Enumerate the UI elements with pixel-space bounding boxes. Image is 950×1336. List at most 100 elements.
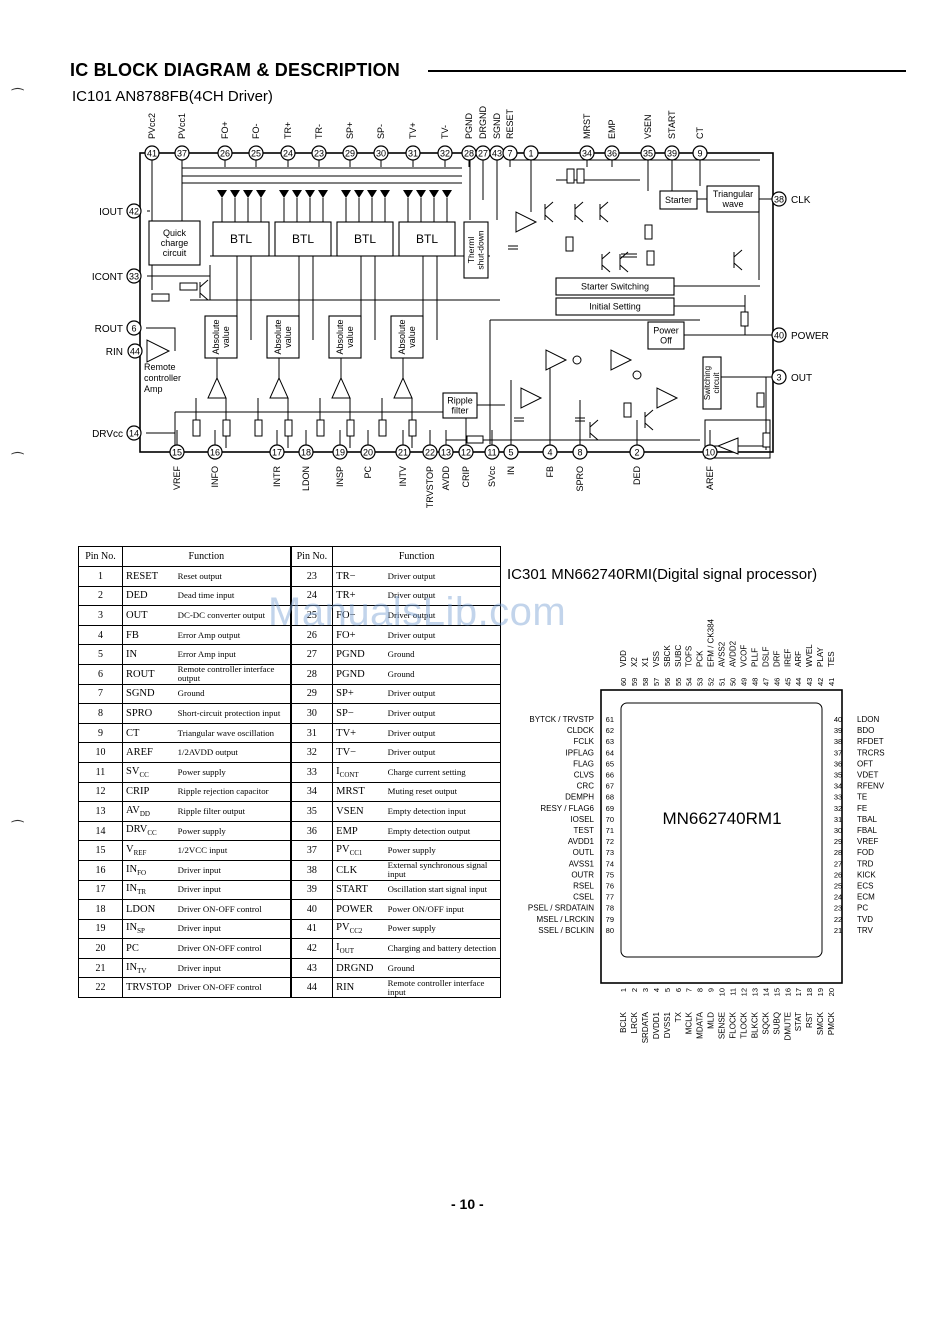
pin-number: 42 xyxy=(289,938,334,959)
btl-block-2-text: BTL xyxy=(292,232,314,246)
dsp-right-pin-number: 23 xyxy=(834,904,842,913)
dsp-right-pin-number: 35 xyxy=(834,771,842,780)
output-transistor xyxy=(354,190,364,198)
dsp-bottom-pin-label: SENSE xyxy=(718,1012,727,1039)
pin-name: CT xyxy=(121,722,175,744)
dsp-top-pin-label: EFM / CK384 xyxy=(707,618,716,667)
dsp-left-pin-label: OUTL xyxy=(573,848,595,857)
pin-function: Power supply xyxy=(384,840,502,861)
pin-number: 4 xyxy=(78,624,123,646)
opamp-5 xyxy=(656,387,679,409)
margin-mark: ⁀ xyxy=(12,820,24,836)
pin-function: Driver input xyxy=(174,859,292,881)
pin-function: Driver input xyxy=(174,918,292,940)
dsp-top-pin-label: SUBC xyxy=(674,645,683,667)
triangular-wave-block-text: Triangular xyxy=(713,189,753,199)
pin-number: 19 xyxy=(78,918,123,940)
bottom-pin-8 xyxy=(572,444,588,460)
pin-number: 3 xyxy=(78,605,123,626)
resistor xyxy=(565,236,574,252)
resistor xyxy=(222,419,231,437)
pin-number: 5 xyxy=(78,644,123,665)
remote-amp-text: Amp xyxy=(144,384,163,394)
dsp-top-pin-label: WVEL xyxy=(805,644,814,667)
btl-block-4-text: BTL xyxy=(416,232,438,246)
bottom-pin-8-number: 8 xyxy=(577,448,582,458)
pin-function: Driver input xyxy=(174,879,292,901)
bottom-pin-4 xyxy=(542,444,558,460)
dsp-bottom-pin-number: 8 xyxy=(696,988,705,992)
pin-function: Triangular wave oscillation xyxy=(174,722,292,744)
pin-number: 17 xyxy=(78,879,123,901)
pin-number: 31 xyxy=(289,722,334,744)
dsp-bottom-pin-number: 16 xyxy=(783,988,792,996)
dsp-left-pin-label: TEST xyxy=(574,826,595,835)
top-pin-23 xyxy=(311,145,327,161)
pin-number: 21 xyxy=(78,957,123,979)
ripple-filter-block-text: filter xyxy=(451,406,468,416)
top-pin-29 xyxy=(342,145,358,161)
dsp-right-pin-label: TVD xyxy=(857,915,873,924)
dsp-right-pin-label: TBAL xyxy=(857,815,878,824)
output-transistor xyxy=(217,190,227,198)
pin-name: PGND xyxy=(332,663,385,685)
pin-name: EMP xyxy=(332,820,385,842)
dsp-left-pin-number: 66 xyxy=(606,771,614,780)
top-pin-35-number: 35 xyxy=(643,149,653,159)
pin-number: 39 xyxy=(289,879,334,901)
bottom-pin-label-22: TRVSTOP xyxy=(425,466,435,508)
pin-name: PVCC2 xyxy=(332,918,385,940)
pin-name: DRGND xyxy=(332,957,385,979)
pin-number: 6 xyxy=(78,663,123,685)
opamp-3 xyxy=(610,349,633,371)
bottom-pin-17-number: 17 xyxy=(272,448,282,458)
dsp-top-pin-number: 58 xyxy=(641,678,650,686)
pin-function: Driver output xyxy=(384,722,502,744)
dsp-right-pin-number: 37 xyxy=(834,748,842,757)
pin-function: Ripple filter output xyxy=(174,801,292,822)
col-function: Function xyxy=(121,546,292,567)
pin-number: 27 xyxy=(289,644,334,665)
dsp-bottom-pin-number: 18 xyxy=(805,988,814,996)
dsp-right-pin-label: FE xyxy=(857,804,867,813)
pin-name: IOUT xyxy=(332,938,385,959)
current-source xyxy=(572,355,582,365)
dsp-bottom-pin-label: TLOCK xyxy=(739,1011,748,1038)
dsp-top-pin-label: VSS xyxy=(652,651,661,667)
right-pin-38-number: 38 xyxy=(774,195,784,205)
top-pin-43-number: 43 xyxy=(492,149,502,159)
bottom-pin-label-15: VREF xyxy=(172,466,182,491)
pin-function: Oscillation start signal input xyxy=(384,879,502,901)
right-pin-label-40: POWER xyxy=(791,331,829,342)
pin-name: DRVCC xyxy=(121,820,175,842)
pin-name: ROUT xyxy=(121,663,175,685)
pin-function: Driver input xyxy=(174,957,292,979)
bottom-pin-22 xyxy=(422,444,438,460)
remote-amp-text: controller xyxy=(144,373,181,383)
triangular-wave-block-text: wave xyxy=(721,199,743,209)
dsp-bottom-pin-label: SUBQ xyxy=(772,1012,781,1035)
absolute-value-block-3 xyxy=(328,315,362,359)
btl-block-2 xyxy=(274,221,332,257)
pin-number: 2 xyxy=(78,585,123,607)
pin-function: Ground xyxy=(384,957,502,979)
absolute-value-block-2-text: value xyxy=(283,326,293,348)
dsp-left-pin-label: CLVS xyxy=(574,771,594,780)
dsp-left-pin-number: 67 xyxy=(606,782,614,791)
pin-number: 40 xyxy=(289,899,334,920)
pin-function: Driver output xyxy=(384,703,502,724)
pin-number: 10 xyxy=(78,742,123,763)
dsp-right-pin-number: 33 xyxy=(834,793,842,802)
bottom-pin-17 xyxy=(269,444,285,460)
margin-mark: ⁀ xyxy=(12,88,24,104)
bottom-pin-19 xyxy=(332,444,348,460)
pin-number: 18 xyxy=(78,899,123,920)
pin-name: IN xyxy=(121,644,175,665)
dsp-top-pin-number: 57 xyxy=(652,678,661,686)
dsp-top-pin-number: 60 xyxy=(619,678,628,686)
dsp-left-pin-number: 70 xyxy=(606,815,614,824)
bottom-pin-19-number: 19 xyxy=(335,448,345,458)
pin-function: Ripple rejection capacitor xyxy=(174,781,292,803)
